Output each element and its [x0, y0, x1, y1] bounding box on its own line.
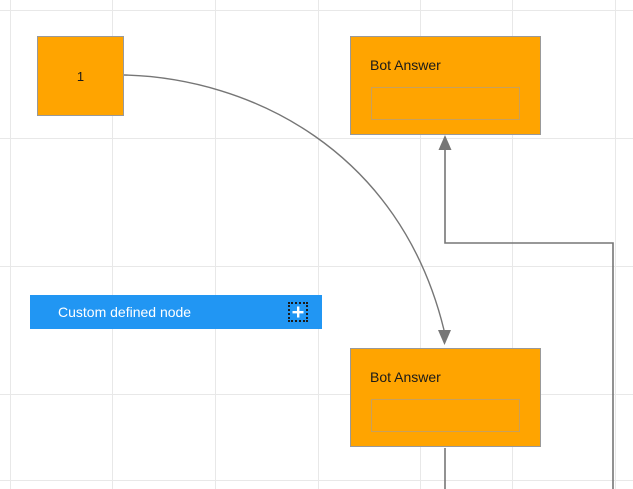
grid-line-vertical-3	[318, 0, 319, 489]
grid-line-vertical-0	[10, 0, 11, 489]
node-bot-answer-bottom[interactable]: Bot Answer	[350, 348, 541, 447]
grid-line-vertical-6	[615, 0, 616, 489]
node-bot-answer-bottom-title: Bot Answer	[370, 369, 441, 385]
node-bot-answer-top[interactable]: Bot Answer	[350, 36, 541, 135]
node-1[interactable]: 1	[37, 36, 124, 116]
grid-line-horizontal-1	[0, 138, 633, 139]
custom-defined-node-label: Custom defined node	[58, 304, 192, 320]
grid-line-horizontal-0	[0, 10, 633, 11]
edge-curve-arrowhead-icon	[438, 330, 451, 345]
custom-defined-node-bar[interactable]: Custom defined node	[30, 295, 322, 329]
node-bot-answer-top-title: Bot Answer	[370, 57, 441, 73]
edge-loop-arrowhead-icon	[438, 135, 452, 150]
node-1-label: 1	[76, 68, 85, 84]
node-bot-answer-top-slot[interactable]	[371, 86, 520, 120]
grid-line-horizontal-4	[0, 480, 633, 481]
grid-line-vertical-2	[215, 0, 216, 489]
plus-icon[interactable]	[288, 302, 308, 322]
grid-line-horizontal-2	[0, 266, 633, 267]
node-bot-answer-bottom-slot[interactable]	[371, 398, 520, 432]
